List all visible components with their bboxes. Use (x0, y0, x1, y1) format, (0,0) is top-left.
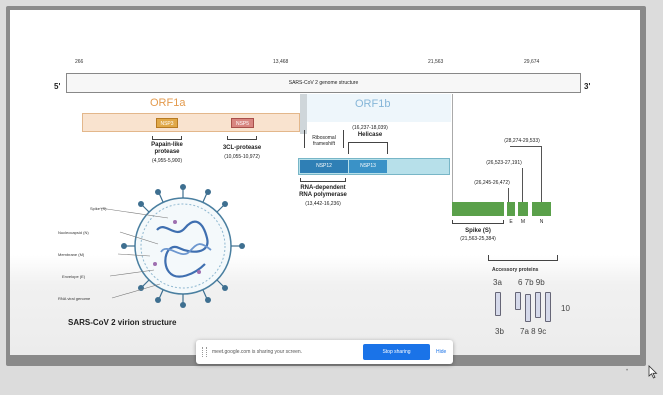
accessory-gene-9 (545, 292, 551, 322)
orf1b-region (303, 94, 451, 122)
tick-label: 13,468 (273, 59, 289, 65)
rdrp-label-1: RNA-dependent (300, 185, 346, 191)
nsp5-box: NSP5 (231, 118, 254, 128)
virion-illustration (121, 184, 245, 308)
virion-label-genome: RNA viral genome (58, 296, 91, 301)
helicase-label: Helicase (357, 132, 383, 138)
tick-label: 21,563 (428, 59, 444, 65)
accessory-bracket (488, 255, 558, 261)
n-leader-line-h (510, 146, 542, 147)
share-message: meet.google.com is sharing your screen. (212, 349, 303, 355)
sclpro-range: (10,055-10,972) (224, 154, 260, 160)
nsp12-box: NSP12 (300, 160, 348, 173)
genome-bar: SARS-CoV 2 genome structure (66, 73, 581, 93)
stop-sharing-button[interactable]: Stop sharing (363, 344, 430, 360)
spike-range: (21,563-25,384) (460, 236, 496, 242)
screen-share-bar: meet.google.com is sharing your screen. … (196, 340, 453, 364)
helicase-bracket (348, 142, 388, 154)
papain-label-1: Papain-like (151, 142, 183, 148)
ribosomal-label-2: frameshift (313, 141, 335, 147)
papain-range: (4,955-5,900) (151, 158, 183, 164)
frameshift-divider (300, 94, 307, 134)
rdrp-bracket (300, 178, 346, 182)
m-range: (26,523-27,191) (486, 160, 522, 166)
presentation-slide: 266 13,468 21,563 29,674 5' SARS-CoV 2 g… (10, 10, 640, 355)
spike-bracket (452, 220, 504, 224)
n-leader-line (541, 146, 542, 202)
rdrp-range: (13,442-16,236) (305, 201, 341, 207)
accessory-gene-8 (535, 292, 541, 318)
ribosomal-label-1: Ribosomal (312, 135, 336, 141)
tick-label: 266 (75, 59, 84, 65)
e-gene-box (507, 202, 515, 216)
accessory-6-7b-9b: 6 7b 9b (518, 278, 545, 287)
ribosomal-bracket (304, 130, 344, 148)
virion-label-spike: Spike (S) (90, 206, 107, 211)
hide-button[interactable]: Hide (436, 349, 447, 355)
orf1b-label: ORF1b (355, 98, 391, 110)
accessory-10: 10 (561, 304, 570, 313)
tick-label: 29,674 (524, 59, 540, 65)
corner-dot-icon: • (626, 368, 629, 374)
sclpro-bracket (227, 136, 257, 140)
accessory-title: Accessory proteins (492, 267, 539, 273)
spike-gene-box (452, 202, 504, 216)
structural-region (452, 94, 555, 214)
virion-label-membrane: Membrane (M) (58, 252, 85, 257)
orf1a-bar (82, 113, 300, 132)
rdrp-label-2: RNA polymerase (299, 192, 347, 198)
drag-handle-icon[interactable] (202, 347, 207, 357)
orf1a-label: ORF1a (150, 97, 186, 109)
m-gene-label: M (520, 219, 526, 225)
helicase-range: (16,237-18,039) (352, 125, 388, 131)
accessory-3b: 3b (495, 327, 504, 336)
papain-bracket (152, 136, 182, 140)
n-gene-label: N (539, 219, 544, 225)
accessory-gene-3a (495, 292, 501, 316)
virion-label-envelope: Envelope (E) (62, 274, 86, 279)
accessory-7a-8-9c: 7a 8 9c (520, 327, 547, 336)
e-gene-label: E (509, 219, 513, 225)
e-leader-line (508, 188, 509, 202)
papain-label-2: protease (154, 149, 180, 155)
e-range: (26,245-26,472) (474, 180, 510, 186)
accessory-gene-6 (515, 292, 521, 310)
nsp3-box: NSP3 (156, 118, 178, 128)
n-range: (28,274-29,533) (504, 138, 540, 144)
sclpro-label: 3CL-protease (222, 145, 262, 151)
spike-label: Spike (S) (465, 228, 491, 234)
virion-title: SARS-CoV 2 virion structure (68, 318, 177, 327)
mouse-cursor-icon (648, 365, 658, 379)
nsp13-box: NSP13 (349, 160, 387, 173)
accessory-3a: 3a (493, 278, 502, 287)
virion-leader-lines (99, 207, 169, 299)
three-prime-label: 3' (584, 82, 591, 91)
n-gene-box (532, 202, 551, 216)
accessory-gene-7 (525, 294, 531, 322)
m-gene-box (518, 202, 528, 216)
virion-label-nucleocapsid: Nucleocapsid (N) (58, 230, 89, 235)
m-leader-line (522, 168, 523, 202)
five-prime-label: 5' (54, 82, 61, 91)
